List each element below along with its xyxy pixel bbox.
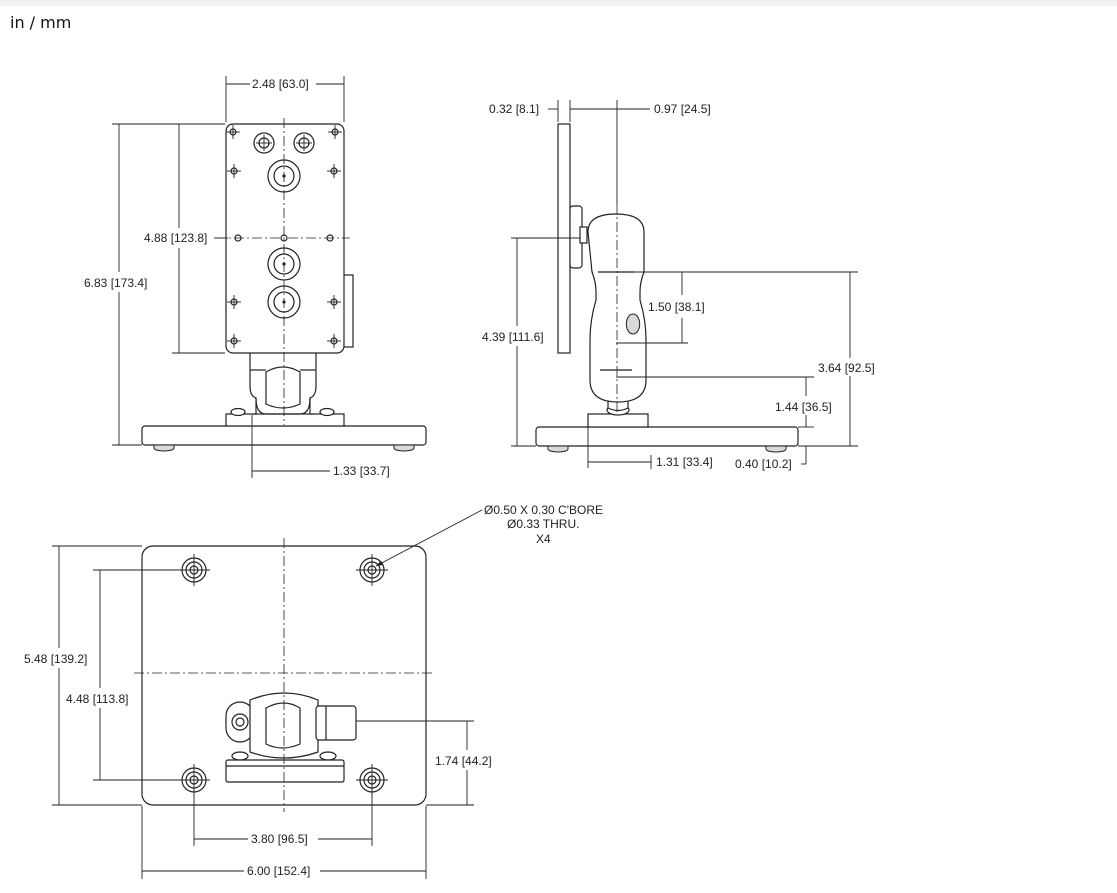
base-dimensions: 5.48 [139.2] 4.48 [113.8] 1.74 [44.2] 3.…: [24, 545, 492, 879]
hole-note-line3: X4: [536, 532, 551, 546]
dim-base-hole-spacing-v: 4.48 [113.8]: [66, 692, 129, 706]
dim-side-lower-height: 1.44 [36.5]: [775, 400, 832, 414]
dim-front-plate-height: 4.88 [123.8]: [144, 231, 207, 245]
dim-front-base-offset: 1.33 [33.7]: [333, 464, 390, 478]
dim-base-width: 6.00 [152.4]: [247, 864, 310, 878]
base-top-view: [134, 538, 434, 812]
hole-callout: Ø0.50 X 0.30 C'BORE Ø0.33 THRU. X4: [375, 503, 603, 567]
dim-side-pivot-height: 3.64 [92.5]: [818, 361, 875, 375]
dim-side-total-height: 4.39 [111.6]: [482, 330, 544, 344]
units-label: in / mm: [10, 13, 72, 32]
dim-base-hole-spacing-h: 3.80 [96.5]: [251, 832, 308, 846]
dim-side-arm-span: 1.50 [38.1]: [648, 300, 705, 314]
hole-note-line1: Ø0.50 X 0.30 C'BORE: [484, 503, 603, 517]
dim-base-ball-offset: 1.74 [44.2]: [435, 754, 492, 768]
dim-side-base-thickness: 0.40 [10.2]: [735, 457, 792, 471]
side-view: [535, 123, 799, 453]
front-view: [141, 118, 427, 452]
hole-note-line2: Ø0.33 THRU.: [507, 517, 579, 531]
dim-side-arm-offset: 0.97 [24.5]: [654, 102, 711, 116]
side-dimensions: 0.32 [8.1] 0.97 [24.5] 4.39 [111.6] 1.50…: [482, 100, 875, 471]
front-dimensions: 2.48 [63.0] 4.88 [123.8] 6.83 [173.4] 1.…: [84, 76, 390, 478]
dim-base-height: 5.48 [139.2]: [24, 652, 87, 666]
dim-side-base-offset: 1.31 [33.4]: [656, 455, 713, 469]
dim-front-width: 2.48 [63.0]: [252, 77, 309, 91]
top-bar: [0, 0, 1117, 6]
dim-side-plate-thickness: 0.32 [8.1]: [489, 102, 539, 116]
dim-front-total-height: 6.83 [173.4]: [84, 276, 147, 290]
